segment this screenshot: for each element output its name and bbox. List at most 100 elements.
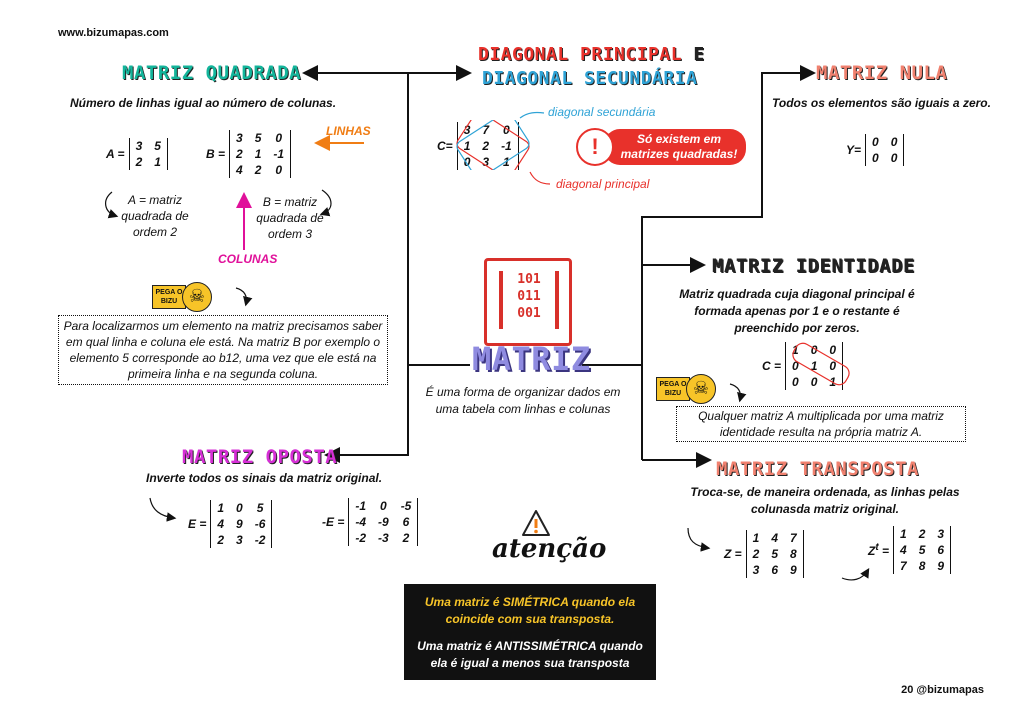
matrix-cell: 3 (236, 131, 243, 145)
matrix-cell: 7 (482, 123, 490, 137)
principal-diagonal-label: diagonal principal (556, 177, 650, 191)
matrix-cell: 5 (771, 547, 779, 561)
matrix-cell: 4 (217, 517, 225, 531)
matrix-cell: 2 (135, 155, 143, 169)
matrix-cell: 3 (463, 123, 471, 137)
matrix-cell: -1 (273, 147, 285, 161)
skull-icon: ☠ (686, 374, 716, 404)
antissimetrica-text: Uma matriz é ANTISSIMÉTRICA quando ela é… (417, 639, 643, 670)
nula-subtitle: Todos os elementos são iguais a zero. (772, 96, 991, 110)
matrix-cell: 5 (154, 139, 161, 153)
bizu-badge-right-text: PEGA O BIZU (656, 377, 690, 401)
matrix-cell: 2 (217, 533, 225, 547)
matrix-cell: 1 (154, 155, 161, 169)
matrix-cell: 0 (810, 375, 818, 389)
diagonal-principal-title: DIAGONAL PRINCIPAL (478, 44, 683, 65)
warning-text: Só existem em matrizes quadradas! (604, 129, 746, 165)
identidade-subtitle: Matriz quadrada cuja diagonal principal … (679, 287, 915, 335)
center-title: MATRIZ (472, 340, 591, 378)
atencao-word: atenção (492, 534, 607, 564)
diagonal-title-line2: DIAGONAL SECUNDÁRIA (482, 68, 698, 89)
matrix-cell: 5 (256, 501, 264, 515)
matrix-cell: 0 (275, 131, 283, 145)
matrix-cell: 2 (482, 139, 490, 153)
matrix-cell: 4 (771, 531, 779, 545)
skull-icon: ☠ (182, 282, 212, 312)
matrix-cell: -1 (355, 499, 367, 513)
simetrica-text: Uma matriz é SIMÉTRICA quando ela coinci… (424, 595, 636, 626)
matrix-cell: 6 (937, 543, 945, 557)
matrix-cell: 8 (790, 547, 797, 561)
matrix-c-label: C= (437, 139, 453, 153)
matrix-cell: 2 (236, 147, 243, 161)
matrix-cell: 9 (937, 559, 945, 573)
matrix-cell: 8 (918, 559, 926, 573)
secondary-diagonal-label: diagonal secundária (548, 105, 656, 119)
matrix-cell: 3 (752, 563, 760, 577)
matrix-cell: 4 (236, 163, 243, 177)
matrix-cell: 0 (890, 135, 898, 149)
matrix-cell: 5 (254, 131, 262, 145)
matrix-cell: 7 (790, 531, 797, 545)
matrix-y-label: Y= (846, 143, 862, 157)
matrix-cell: 0 (463, 155, 471, 169)
matrix-cell: 1 (900, 527, 907, 541)
site-url[interactable]: www.bizumapas.com (58, 27, 169, 39)
matrix-cell: 0 (236, 501, 243, 515)
matrix-cell: 3 (236, 533, 243, 547)
matrix-cell: 1 (463, 139, 471, 153)
matrix-z-label: Z = (724, 547, 742, 561)
matrix-cell: 6 (771, 563, 779, 577)
matrix-cell: 1 (792, 343, 799, 357)
matrix-cell: 0 (503, 123, 510, 137)
quadrada-title: MATRIZ QUADRADA (122, 62, 302, 84)
transposta-title: MATRIZ TRANSPOSTA (716, 458, 919, 480)
matrix-e-label: E = (188, 517, 207, 531)
matrix-cell: 0 (792, 375, 799, 389)
oposta-title: MATRIZ OPOSTA (182, 446, 338, 468)
matrix-cell: 5 (918, 543, 926, 557)
matrix-cell: 0 (872, 135, 879, 149)
matrix-cell: 0 (275, 163, 283, 177)
bizu-badge-right: PEGA O BIZU ☠ (656, 374, 716, 404)
matrix-cell: 1 (254, 147, 262, 161)
matrix-a-label: A = (106, 147, 125, 161)
matrix-cell: 3 (482, 155, 490, 169)
matrix-cell: -2 (355, 531, 367, 545)
matrix-cell: 1 (752, 531, 760, 545)
matrix-cell: 1 (217, 501, 225, 515)
matrix-cell: -2 (254, 533, 266, 547)
matrix-cell: 0 (890, 151, 898, 165)
matrix-cell: 3 (135, 139, 143, 153)
matrix-cell: 9 (236, 517, 243, 531)
exclamation-icon: ! (576, 128, 614, 166)
matrix-cell: 2 (402, 531, 410, 545)
matrix-b-label: B = (206, 147, 226, 161)
matrix-cell: 0 (829, 343, 837, 357)
matrix-cell: -5 (400, 499, 412, 513)
matrix-cell: 3 (937, 527, 945, 541)
matrix-cell: 0 (792, 359, 799, 373)
matrix-cell: 9 (790, 563, 797, 577)
bizu-badge-text: PEGA O BIZU (152, 285, 186, 309)
matrix-cell: 0 (872, 151, 879, 165)
colunas-label: COLUNAS (218, 252, 278, 266)
center-description: É uma forma de organizar dados em uma ta… (425, 385, 621, 416)
quadrada-subtitle: Número de linhas igual ao número de colu… (70, 96, 337, 110)
warning-pill: ! Só existem em matrizes quadradas! (576, 128, 746, 166)
linhas-label: LINHAS (326, 124, 371, 138)
